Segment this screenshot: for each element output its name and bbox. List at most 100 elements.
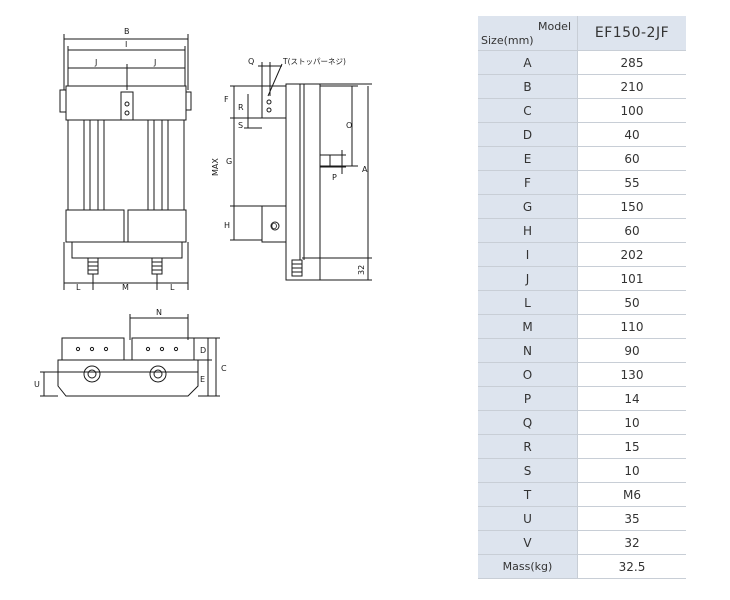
dim-label-o: O [346, 121, 352, 130]
dim-label-o-side: O [271, 222, 277, 231]
row-key: G [478, 194, 578, 219]
row-value: 110 [577, 314, 686, 339]
stopper-screw-note: T(ストッパーネジ) [282, 57, 346, 66]
dim-label-i: I [125, 40, 127, 49]
row-value: 202 [577, 242, 686, 267]
row-value: 10 [577, 458, 686, 483]
row-key: Q [478, 410, 578, 435]
row-value: 100 [577, 98, 686, 123]
row-value: 50 [577, 290, 686, 315]
row-key: H [478, 218, 578, 243]
row-key: N [478, 338, 578, 363]
row-key: L [478, 290, 578, 315]
dim-label-e: E [200, 375, 205, 384]
row-value: 90 [577, 338, 686, 363]
dim-label-r: R [238, 103, 244, 112]
dim-label-f: F [224, 95, 229, 104]
row-key: J [478, 266, 578, 291]
dim-label-j-left: J [94, 58, 97, 67]
row-key: P [478, 386, 578, 411]
row-value: 40 [577, 122, 686, 147]
technical-drawing: B I J J L M L Q T(ストッパーネジ) F R S MAX G H… [34, 27, 372, 397]
dim-label-h: H [224, 221, 230, 230]
dim-label-c: C [221, 364, 227, 373]
row-value: 15 [577, 434, 686, 459]
row-value: 55 [577, 170, 686, 195]
dim-label-l-left: L [76, 283, 81, 292]
side-view [230, 62, 372, 281]
dim-label-u: U [34, 380, 40, 389]
row-key: U [478, 506, 578, 531]
row-key: R [478, 434, 578, 459]
dim-label-m: M [122, 283, 129, 292]
row-key: E [478, 146, 578, 171]
dim-label-a: A [362, 165, 368, 174]
row-key: B [478, 74, 578, 99]
row-key: V [478, 530, 578, 555]
dim-label-max: MAX [211, 158, 220, 176]
row-value: M6 [577, 482, 686, 507]
row-key: T [478, 482, 578, 507]
dim-label-l-right: L [170, 283, 175, 292]
row-key: D [478, 122, 578, 147]
dim-label-q: Q [248, 57, 254, 66]
dim-label-b: B [124, 27, 130, 36]
dim-label-n: N [156, 308, 162, 317]
mass-row: Mass(kg)32.5 [478, 554, 686, 579]
row-key: A [478, 50, 578, 75]
dim-label-s: S [238, 121, 243, 130]
row-value: 210 [577, 74, 686, 99]
row-key: S [478, 458, 578, 483]
model-name: EF150-2JF [577, 16, 686, 51]
dim-label-g: G [226, 157, 232, 166]
row-key: F [478, 170, 578, 195]
size-label: Size(mm) [481, 34, 534, 47]
row-key: O [478, 362, 578, 387]
model-label: Model [537, 20, 571, 33]
dim-label-j-right: J [153, 58, 156, 67]
row-value: 150 [577, 194, 686, 219]
front-view [59, 34, 192, 290]
row-value: 285 [577, 50, 686, 75]
dim-label-32: 32 [357, 265, 366, 275]
row-value: 35 [577, 506, 686, 531]
row-value: 130 [577, 362, 686, 387]
row-value: 14 [577, 386, 686, 411]
mass-value: 32.5 [577, 554, 686, 579]
dim-label-d: D [200, 346, 206, 355]
row-value: 10 [577, 410, 686, 435]
header-corner-cell: Model Size(mm) [478, 16, 578, 51]
row-key: I [478, 242, 578, 267]
top-view [40, 314, 220, 397]
spec-table-header: Model Size(mm) EF150-2JF [478, 16, 686, 51]
mass-key: Mass(kg) [478, 554, 578, 579]
row-value: 60 [577, 218, 686, 243]
row-value: 32 [577, 530, 686, 555]
dim-label-p: P [332, 173, 337, 182]
row-key: M [478, 314, 578, 339]
row-value: 60 [577, 146, 686, 171]
row-key: C [478, 98, 578, 123]
